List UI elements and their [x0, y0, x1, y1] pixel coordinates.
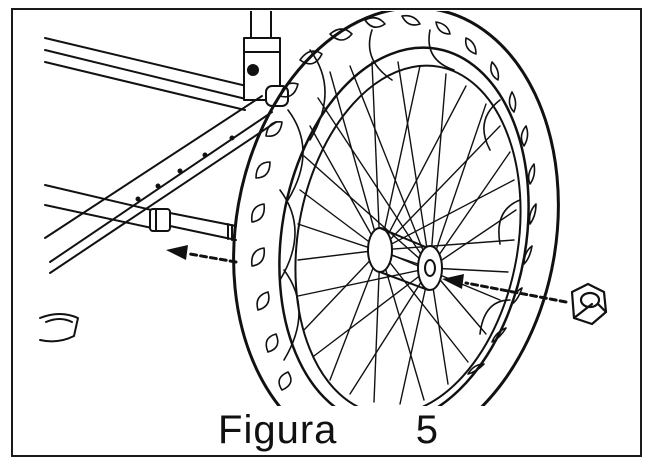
diagonal-frame-tube	[44, 95, 277, 274]
axle-arrow	[166, 245, 238, 264]
tire-outer	[232, 11, 560, 406]
spokes	[297, 61, 517, 405]
axle	[149, 208, 237, 241]
rim	[294, 64, 522, 406]
nut	[570, 282, 608, 326]
lower-frame-tube	[44, 184, 161, 229]
figure-caption: Figura 5	[218, 408, 439, 452]
nut-arrow	[442, 274, 568, 304]
basket-fragment	[39, 313, 79, 343]
figure-frame	[11, 8, 642, 457]
tire-tread	[250, 14, 537, 391]
vertical-post	[243, 11, 289, 107]
upper-frame-tube	[44, 37, 256, 111]
wheel	[232, 11, 560, 406]
hub	[367, 227, 443, 291]
